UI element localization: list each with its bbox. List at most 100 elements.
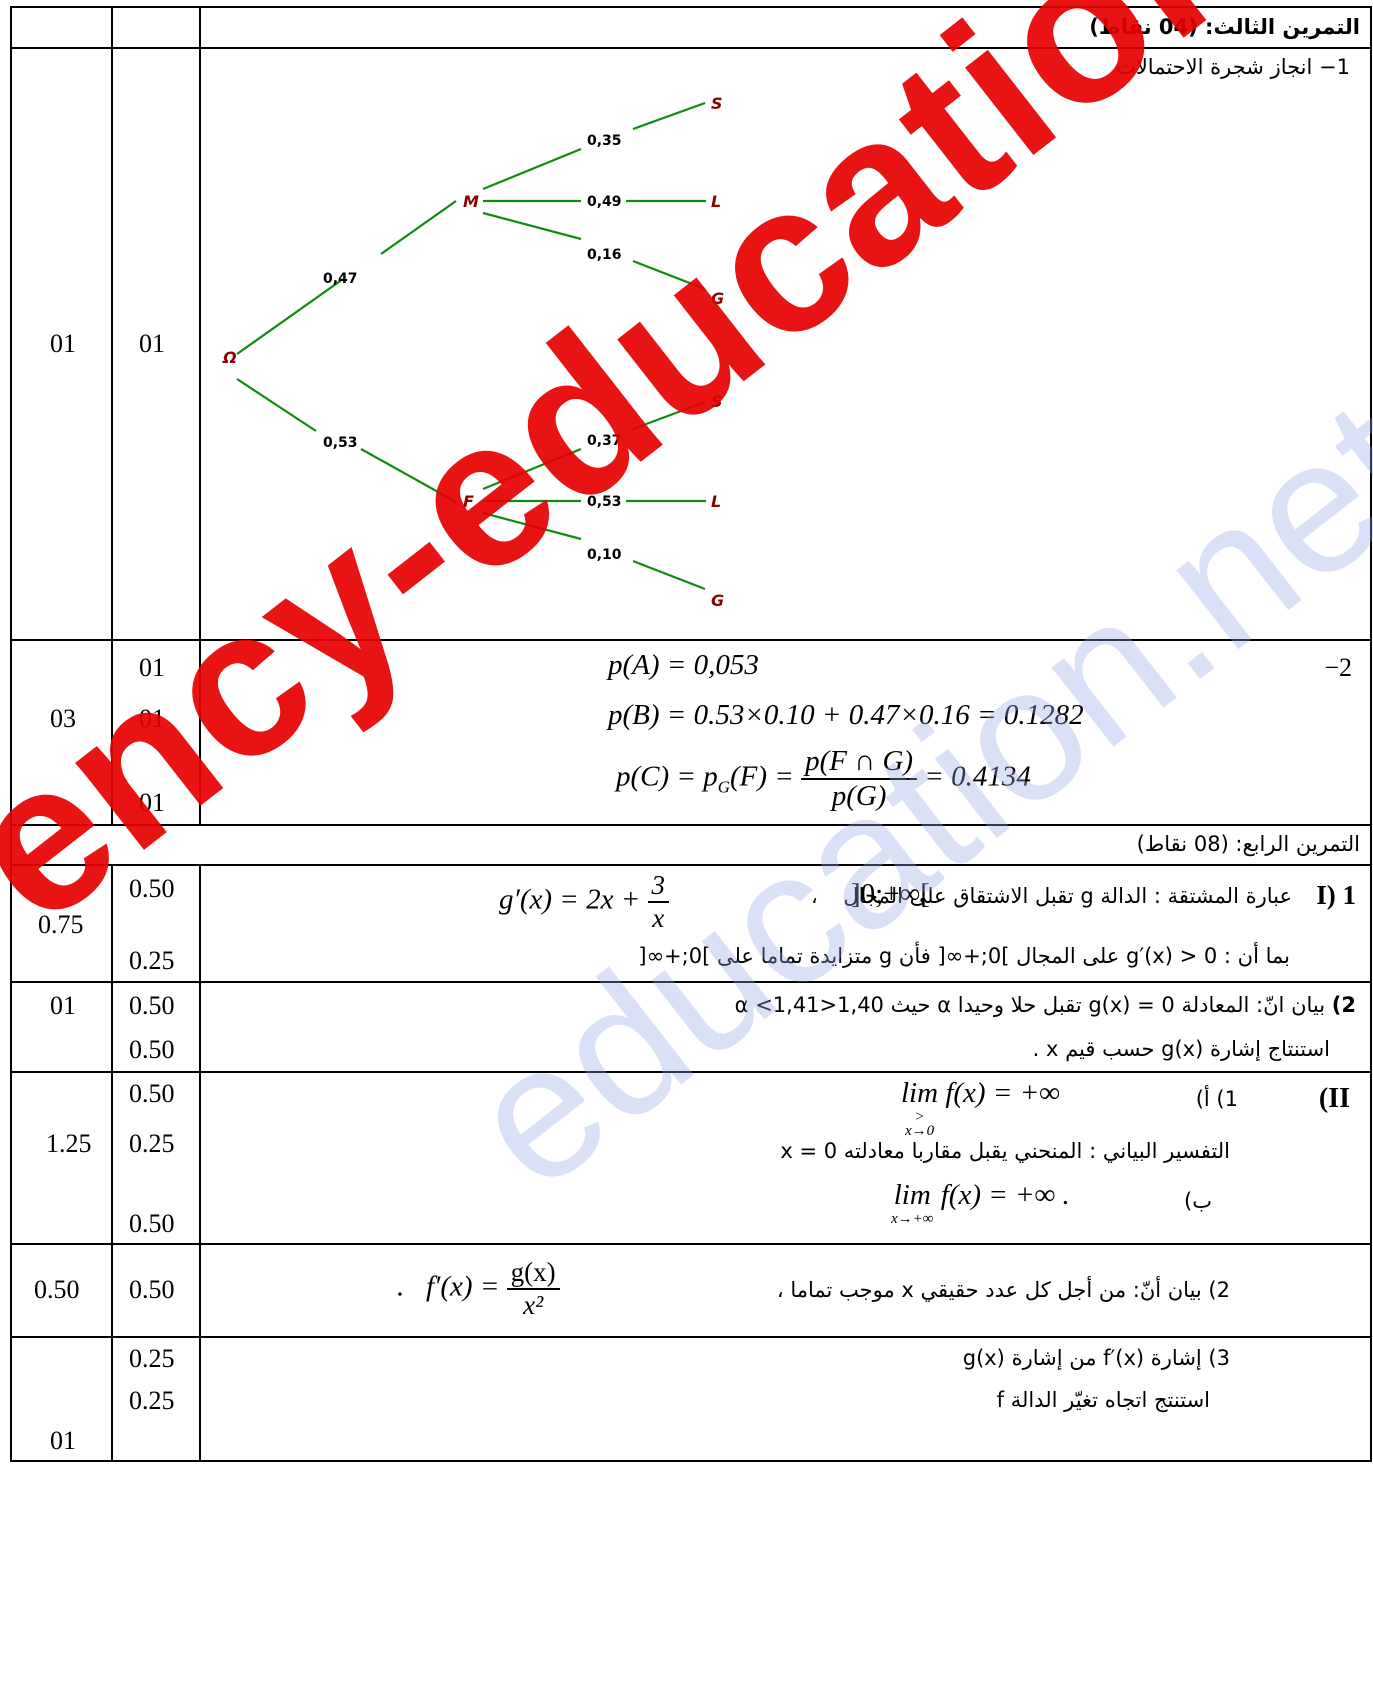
lim-0-operator: lim>x→0 [901,1077,939,1139]
formula-g-prime-num: 3 [647,870,670,903]
ex3-q1-text: 1− انجاز شجرة الاحتمالات [1116,55,1350,79]
formula-pC-left: p(C) = p [616,760,718,793]
edge-F-G-2 [632,559,706,591]
edge-root-M [236,278,344,355]
tree-leaf-F-S: S [711,392,723,411]
ex4-II1-score-a: 0.50 [129,1079,175,1108]
probability-tree: Ω M F S L G S L G 0,47 0,53 0,35 0,49 0,… [222,94,724,610]
formula-f-prime-left: f′(x) = [426,1270,500,1303]
ex3-q2-score-b: 01 [139,704,165,733]
ex4-I1-tag: I) 1 [1316,880,1356,910]
tree-root-label: Ω [222,348,237,367]
ex4-I1-score-a: 0.50 [129,874,175,903]
formula-pB: p(B) = 0.53×0.10 + 0.47×0.16 = 0.1282 [608,699,1084,731]
tree-prob-F-G: 0,10 [587,547,622,563]
formula-pC-denominator: p(G) [831,780,887,812]
formula-g-prime-den: x [652,903,665,933]
ex4-title: التمرين الرابع: (08 نقاط) [1136,832,1360,856]
ex4-II-tag: (II [1318,1083,1350,1114]
tree-prob-F-S: 0,37 [587,433,622,449]
ex4-II3-row: 01 0.25 0.25 3) إشارة f′(x) من إشارة g(x… [10,1336,1372,1462]
formula-pA: p(A) = 0,053 [608,649,759,681]
ex4-I2-score-a: 0.50 [129,991,175,1020]
ex3-tree-row: 01 01 1− انجاز شجرة الاحتمالات [10,47,1372,641]
tree-prob-M: 0,47 [323,271,358,287]
formula-f-prime-fraction: g(x)x² [506,1257,560,1321]
formula-lim-0: lim>x→0 f(x) = +∞ [901,1077,1060,1139]
ex3-q2-number: −2 [1324,653,1352,682]
ex3-q2-score-c: 01 [139,788,165,817]
formula-f-prime: . f′(x) = g(x)x² [397,1257,560,1321]
ex4-I1-interval: ]0;+∞[ [851,878,930,910]
ex4-I2-row: 01 0.50 0.50 2) بيان انّ: المعادلة 0 = g… [10,981,1372,1073]
ex3-title-row: التمرين الثالث: (04 نقاط) [10,6,1372,49]
ex4-title-row: التمرين الرابع: (08 نقاط) [10,824,1372,866]
ex4-II3-score-total: 01 [50,1426,76,1455]
ex4-I2-score-b: 0.50 [129,1035,175,1064]
tree-prob-F-L: 0,53 [587,494,622,510]
ex4-I2-line1: 2) بيان انّ: المعادلة 0 = g(x) تقبل حلا … [735,993,1356,1017]
ex4-I1-comma: ، [811,884,818,908]
formula-g-prime-left: g′(x) = 2x + [499,883,641,916]
edge-F-S-2 [632,400,706,431]
ex3-score-part: 01 [139,329,165,358]
tree-leaf-M-S: S [711,94,723,113]
grading-table: التمرين الثالث: (04 نقاط) 01 01 1− انجاز… [10,6,1372,1462]
lim-0-sup: > [914,1109,925,1125]
lim-0-sub: x→0 [904,1123,935,1139]
edge-F-G [482,511,582,541]
formula-pC-fraction: p(F ∩ G)p(G) [801,745,918,813]
edge-root-M-2 [380,200,457,255]
formula-pC-mid: (F) = [730,760,794,793]
tree-leaf-M-G: G [711,289,724,308]
tree-prob-M-S: 0,35 [587,133,622,149]
ex4-II2-score-total: 0.50 [34,1275,80,1304]
lim-0-expr: f(x) = +∞ [945,1077,1060,1109]
tree-node-F: F [463,492,474,511]
edge-M-G [482,211,582,241]
ex3-q2-score-a: 01 [139,653,165,682]
ex4-II3-score-b: 0.25 [129,1386,175,1415]
ex4-I1-text: عبارة المشتقة : الدالة g تقبل الاشتقاق ع… [843,884,1292,908]
ex4-II1-interp: التفسير البياني : المنحني يقبل مقاربا مع… [780,1139,1230,1163]
ex3-score-total: 01 [50,329,76,358]
ex4-I1-score-total: 0.75 [38,910,84,939]
lim-inf-sub: x→+∞ [891,1211,934,1227]
ex3-q2-score-total: 03 [50,704,76,733]
ex4-I1-score-b: 0.25 [129,946,175,975]
tree-prob-F: 0,53 [323,435,358,451]
tree-node-M: M [463,192,479,211]
tree-leaf-M-L: L [711,192,721,211]
ex4-II1-score-c: 0.50 [129,1209,175,1238]
edge-root-F [236,378,317,432]
formula-f-prime-num: g(x) [506,1257,560,1290]
edge-M-G-2 [632,259,706,291]
formula-pC-numerator: p(F ∩ G) [801,745,918,780]
ex3-q2-row: 03 01 01 01 −2 p(A) = 0,053 p(B) = 0.53×… [10,639,1372,826]
edge-M-S [482,147,582,191]
ex4-II1-sub-b: ب) [1184,1189,1212,1213]
lim-inf-expr: f(x) = +∞ . [940,1179,1070,1211]
tree-prob-M-L: 0,49 [587,194,622,210]
ex4-II2-text: 2) بيان أنّ: من أجل كل عدد حقيقي x موجب … [776,1278,1230,1302]
ex4-II3-line2: استنتج اتجاه تغيّر الدالة f [996,1388,1210,1412]
edge-root-F-2 [360,448,457,503]
formula-f-prime-den: x² [523,1290,544,1320]
ex4-II2-row: 0.50 0.50 2) بيان أنّ: من أجل كل عدد حقي… [10,1243,1372,1338]
ex4-II1-sub-a: 1) أ) [1195,1087,1238,1111]
ex4-I2-line1-text: بيان انّ: المعادلة 0 = g(x) تقبل حلا وحي… [734,993,1326,1017]
edge-F-S [482,447,582,491]
formula-pC: p(C) = pG(F) = p(F ∩ G)p(G) = 0.4134 [616,745,1031,813]
ex4-I2-line2: استنتاج إشارة g(x) حسب قيم x . [1032,1037,1330,1061]
tree-leaf-F-G: G [711,591,724,610]
ex4-I2-score-total: 01 [50,991,76,1020]
ex4-II1-row: 1.25 0.50 0.25 0.50 (II 1) أ) lim>x→0 f(… [10,1071,1372,1245]
ex4-II2-score-a: 0.50 [129,1275,175,1304]
ex4-II1-score-b: 0.25 [129,1129,175,1158]
formula-f-prime-dot: . [397,1270,405,1303]
